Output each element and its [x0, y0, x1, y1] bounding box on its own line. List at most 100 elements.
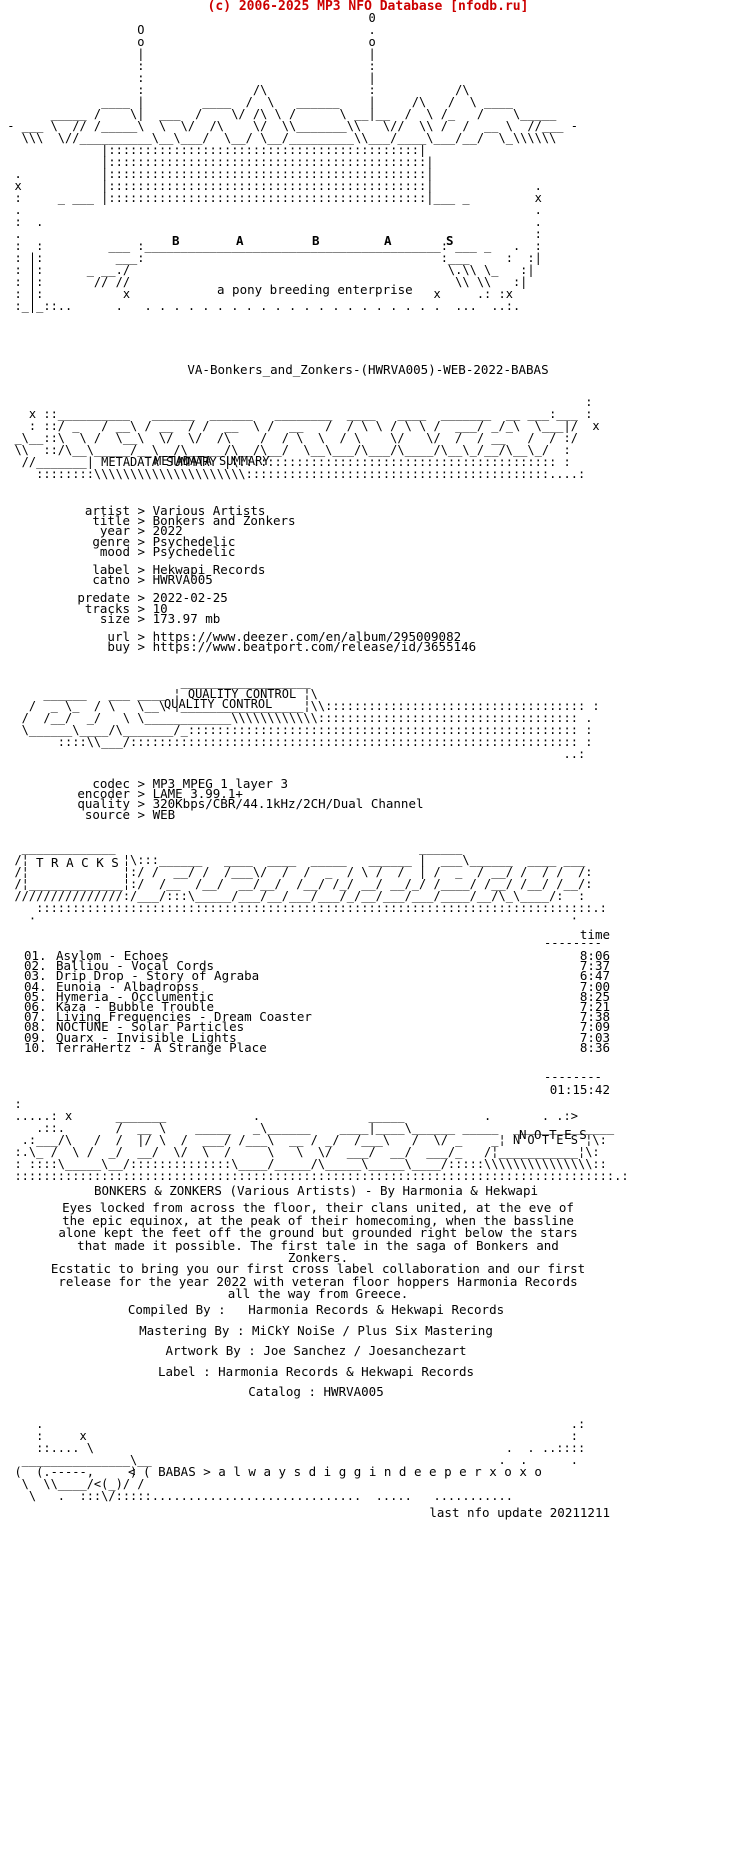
notes-paragraph: Ecstatic to bring you our first cross la…	[50, 1261, 586, 1301]
field-separator: >	[130, 796, 153, 812]
track-number: 01.	[24, 948, 47, 963]
field-key: quality	[77, 796, 130, 812]
field-key: catno	[92, 572, 130, 588]
tracks-total-time: 01:15:42	[549, 1082, 610, 1097]
track-row: 05. Hymeria - Occlumentic 8:25	[24, 988, 610, 1004]
track-time: 7:03	[579, 1029, 610, 1045]
track-time: 8:06	[579, 948, 610, 963]
field-row: catno > HWRVA005	[60, 572, 212, 588]
track-number: 08.	[24, 1019, 47, 1035]
babas-logo-art: 0 O . o o	[7, 12, 578, 313]
field-value: 173.97 mb	[152, 610, 221, 626]
track-title: Kaza - Bubble Trouble	[56, 999, 215, 1014]
field-value: WEB	[152, 806, 176, 822]
field-key: buy	[107, 639, 130, 655]
track-title: Eunoia - Albadropss	[56, 978, 199, 994]
field-value: 10	[152, 600, 168, 616]
track-time: 7:09	[579, 1019, 610, 1035]
field-row: title > Bonkers and Zonkers	[60, 513, 296, 529]
track-row: 03. Drip Drop - Story of Agraba 6:47	[24, 968, 610, 984]
track-title: TerraHertz - A Strange Place	[56, 1039, 267, 1055]
track-number: 10.	[24, 1039, 47, 1055]
track-number: 04.	[24, 978, 47, 994]
quality-banner-art: __________________ ______ ___ ____ ¦ QUA…	[21, 676, 600, 760]
logo-letter: A	[236, 233, 244, 248]
metadata-heading: METADATA SUMMARY	[154, 454, 270, 468]
field-row: codec > MP3 MPEG 1 layer 3	[60, 776, 289, 791]
field-row: url > https://www.deezer.com/en/album/29…	[60, 629, 462, 644]
field-row: quality > 320Kbps/CBR/44.1kHz/2CH/Dual C…	[60, 796, 423, 812]
field-key: artist	[84, 503, 130, 518]
field-row: predate > 2022-02-25	[60, 590, 228, 606]
field-separator: >	[130, 572, 153, 588]
field-key: title	[92, 513, 130, 529]
logo-letter: A	[384, 233, 392, 248]
field-value: https://www.deezer.com/en/album/29500908…	[152, 629, 462, 644]
track-time: 8:25	[579, 988, 610, 1004]
field-row: source > WEB	[60, 806, 176, 822]
logo-letter: B	[312, 233, 320, 248]
logo-tagline: a pony breeding enterprise	[217, 282, 413, 297]
field-key: mood	[99, 543, 130, 559]
field-key: url	[107, 629, 130, 644]
track-row: 10. TerraHertz - A Strange Place 8:36	[24, 1039, 610, 1055]
field-separator: >	[130, 786, 153, 802]
track-number: 03.	[24, 968, 47, 984]
notes-heading: N O T E S	[519, 1127, 587, 1142]
notes-paragraph: Eyes locked from across the floor, their…	[58, 1200, 578, 1265]
track-time: 8:36	[579, 1039, 610, 1055]
field-value: https://www.beatport.com/release/id/3655…	[152, 639, 477, 655]
field-key: source	[84, 806, 130, 822]
credit-line: Catalog : HWRVA005	[248, 1384, 384, 1399]
track-number: 05.	[24, 988, 47, 1004]
field-separator: >	[130, 533, 153, 549]
field-value: Hekwapi Records	[152, 562, 266, 577]
field-separator: >	[130, 523, 153, 539]
logo-letter: B	[172, 233, 180, 248]
field-row: label > Hekwapi Records	[60, 562, 266, 577]
field-separator: >	[130, 590, 153, 606]
track-row: 04. Eunoia - Albadropss 7:00	[24, 978, 610, 994]
track-number: 09.	[24, 1029, 47, 1045]
tracks-banner-art: _____________ ______ /¦ ¦\:::______ ____…	[14, 842, 607, 922]
field-row: year > 2022	[60, 523, 183, 539]
field-separator: >	[130, 503, 153, 518]
track-title: Drip Drop - Story of Agraba	[56, 968, 260, 984]
field-row: genre > Psychedelic	[60, 533, 236, 549]
field-row: buy > https://www.beatport.com/release/i…	[60, 639, 477, 655]
field-key: tracks	[84, 600, 130, 616]
field-value: Psychedelic	[152, 533, 236, 549]
credit-line: Mastering By : MiCkY NoiSe / Plus Six Ma…	[139, 1322, 493, 1338]
field-value: Bonkers and Zonkers	[152, 513, 296, 529]
track-title: Balliou - Vocal Cords	[56, 958, 215, 974]
field-value: Various Artists	[152, 503, 266, 518]
field-key: predate	[77, 590, 130, 606]
footer-slogan: < ( BABAS > a l w a y s d i g g i n d e …	[128, 1464, 542, 1479]
track-time: 7:21	[579, 999, 610, 1014]
field-separator: >	[130, 806, 153, 822]
field-separator: >	[130, 776, 153, 791]
footer-update: last nfo update 20211211	[429, 1505, 610, 1520]
tracks-divider: --------	[544, 936, 602, 950]
field-separator: >	[130, 513, 153, 529]
field-key: label	[92, 562, 130, 577]
track-title: Hymeria - Occlumentic	[56, 988, 215, 1004]
field-row: encoder > LAME 3.99.1+	[60, 786, 243, 802]
track-time: 7:00	[579, 978, 610, 994]
track-number: 02.	[24, 958, 47, 974]
field-separator: >	[130, 639, 153, 655]
track-time: 6:47	[579, 968, 610, 984]
track-row: 09. Quarx - Invisible Lights 7:03	[24, 1029, 610, 1045]
field-key: size	[99, 610, 130, 626]
field-row: tracks > 10	[60, 600, 168, 616]
footer-art: . .: : x : ::.... \	[14, 1418, 586, 1502]
tracks-divider: --------	[544, 1070, 602, 1084]
track-title: Quarx - Invisible Lights	[56, 1029, 237, 1045]
field-value: MP3 MPEG 1 layer 3	[152, 776, 289, 791]
field-separator: >	[130, 600, 153, 616]
field-value: 2022-02-25	[152, 590, 228, 606]
